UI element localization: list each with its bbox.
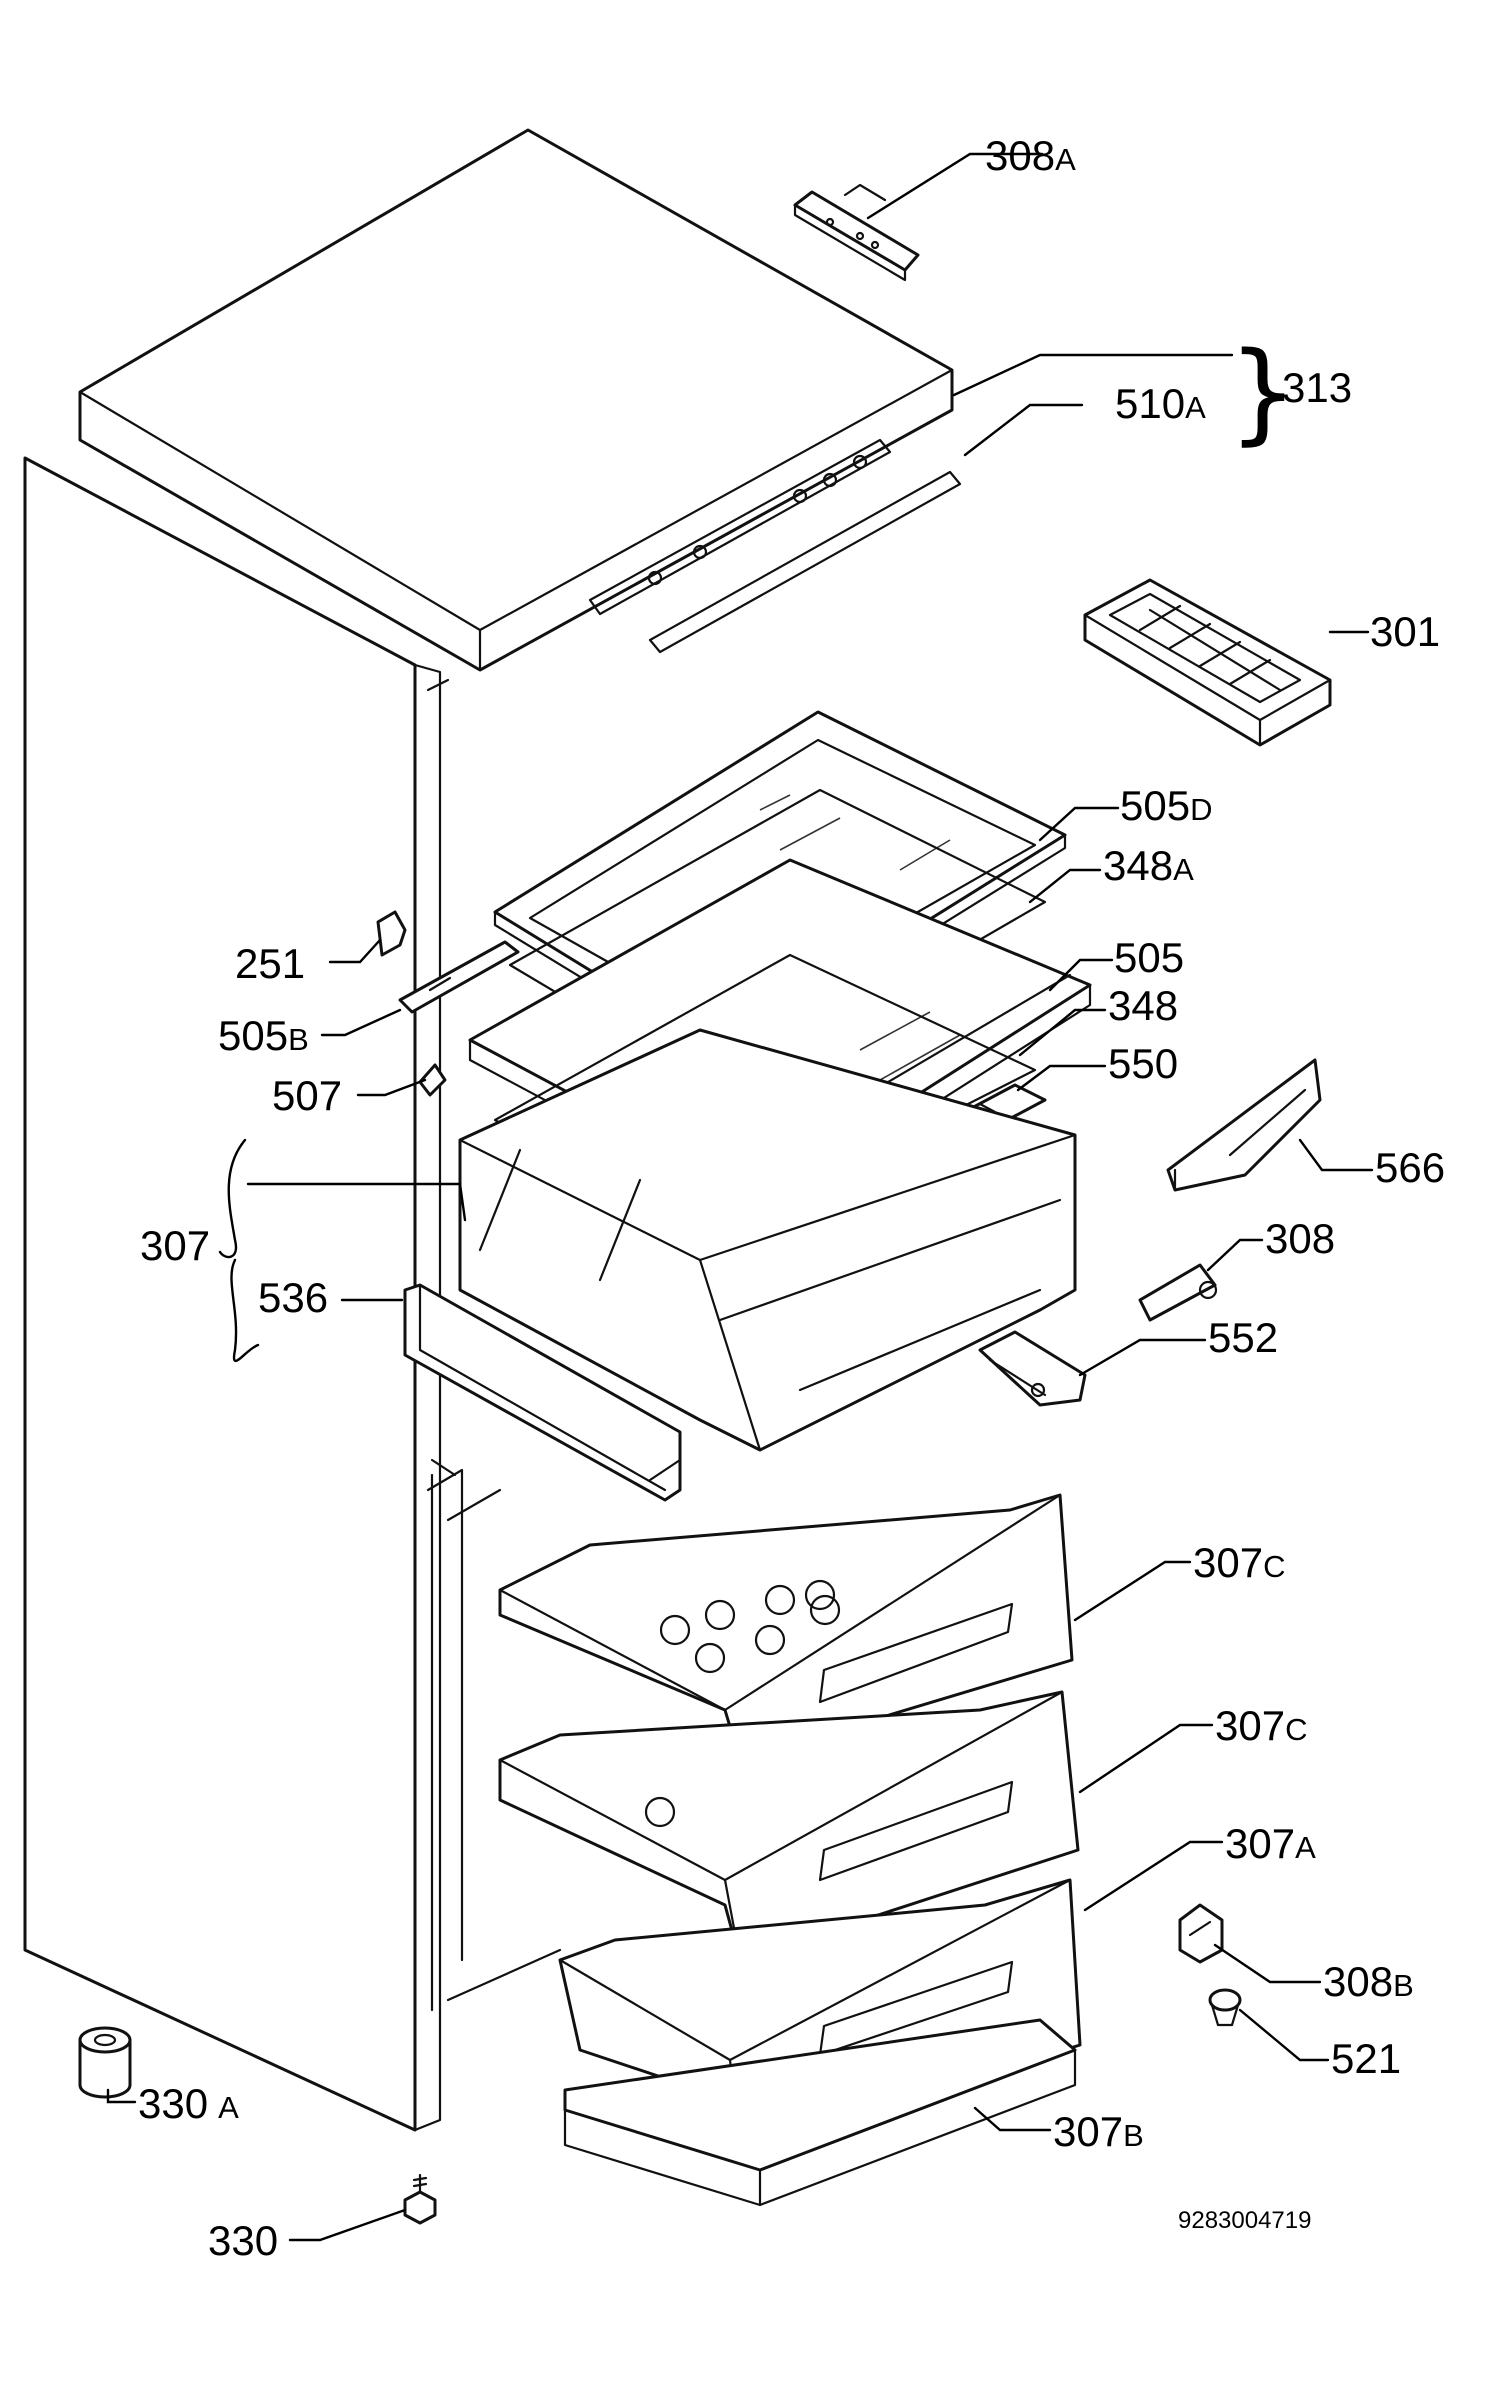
document-number: 9283004719: [1178, 2207, 1311, 2234]
brace-313: }: [1228, 328, 1298, 456]
label-308: 308: [1265, 1215, 1335, 1262]
flap-536: [403, 1283, 682, 1502]
label-251: 251: [235, 940, 305, 987]
hinge-bracket-308a: [793, 183, 920, 282]
foot-330a: [78, 2026, 132, 2099]
ice-tray-301: [1083, 578, 1332, 747]
label-348a: 348A: [1103, 842, 1194, 889]
label-307b: 307B: [1053, 2108, 1144, 2155]
hinge-bracket-308: [1138, 1263, 1218, 1322]
label-301: 301: [1370, 608, 1440, 655]
label-313: 313: [1282, 364, 1352, 411]
drawer-307c-top: [498, 1493, 1074, 1762]
label-507: 507: [272, 1072, 342, 1119]
label-307c-middle: 307C: [1215, 1702, 1307, 1749]
label-307: 307: [140, 1222, 210, 1269]
freezer-box-307: [458, 1028, 1077, 1452]
label-521: 521: [1331, 2035, 1401, 2082]
separator-505b: [398, 940, 520, 1014]
label-330: 330: [208, 2217, 278, 2264]
drawer-307c-middle: [498, 1690, 1080, 1962]
label-510a: 510A: [1115, 380, 1206, 427]
cap-521: [1208, 1988, 1242, 2027]
label-505b: 505B: [218, 1012, 309, 1059]
label-536: 536: [258, 1274, 328, 1321]
rail-552: [978, 1330, 1087, 1407]
base-tray-307b: [563, 2018, 1077, 2207]
label-505d: 505D: [1120, 782, 1212, 829]
foot-screw-330: [403, 2173, 437, 2225]
label-348: 348: [1108, 982, 1178, 1029]
leader-lines: [106, 152, 1374, 2242]
label-307a: 307A: [1225, 1820, 1316, 1867]
label-307c-top: 307C: [1193, 1539, 1285, 1586]
cabinet-side-wall: [23, 456, 562, 2132]
rail-566: [1166, 1058, 1322, 1192]
label-308a: 308A: [985, 132, 1076, 179]
label-552: 552: [1208, 1314, 1278, 1361]
callout-labels: 308A 313 510A 301 505D 348A 251 505 348 …: [138, 132, 1445, 2264]
clip-251: [376, 910, 407, 957]
label-505: 505: [1114, 934, 1184, 981]
label-566: 566: [1375, 1144, 1445, 1191]
top-cover: [78, 128, 962, 672]
hinge-bracket-308b: [1178, 1903, 1224, 1964]
clip-507: [418, 1063, 447, 1097]
label-550: 550: [1108, 1040, 1178, 1087]
label-308b: 308B: [1323, 1958, 1414, 2005]
